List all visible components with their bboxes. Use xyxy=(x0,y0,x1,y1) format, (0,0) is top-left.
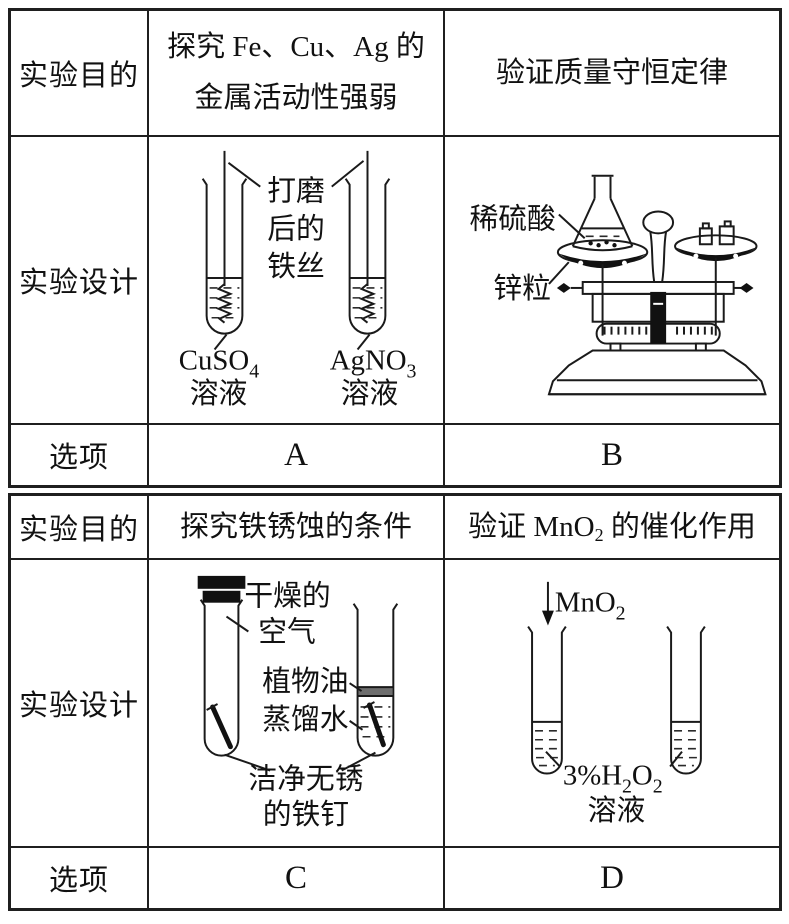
leader-line-zinc xyxy=(548,261,570,285)
agno3-caption: 溶液 xyxy=(341,378,399,410)
leader-line-h2o2-left xyxy=(545,750,561,768)
option-a: A xyxy=(147,423,443,485)
test-tube-h2o2-right-icon xyxy=(666,625,706,775)
leader-line-nail-left xyxy=(224,753,271,772)
water-label: 蒸馏水 xyxy=(262,704,349,736)
flask-icon xyxy=(571,174,634,252)
nail-label-line1: 洁净无锈 xyxy=(248,763,363,795)
wire-label-line3: 铁丝 xyxy=(267,251,325,283)
nail-right-icon xyxy=(363,701,386,748)
cuso4-formula: CuSO4 xyxy=(179,344,259,382)
leader-line-left xyxy=(227,162,261,188)
table-experiments-cd: 实验目的 探究铁锈蚀的条件 验证 MnO2 的催化作用 实验设计 xyxy=(8,493,782,911)
design-a-cell: 打磨 后的 铁丝 CuSO4 溶液 AgNO3 溶液 xyxy=(147,135,443,423)
oil-label: 植物油 xyxy=(262,666,348,698)
option-b: B xyxy=(443,423,779,485)
leader-line-water xyxy=(349,720,364,731)
leader-line-agno3 xyxy=(356,333,371,351)
experiment-a-diagram: 打磨 后的 铁丝 CuSO4 溶液 AgNO3 溶液 xyxy=(179,150,417,410)
test-tube-agno3-icon xyxy=(344,178,391,335)
down-arrow-icon xyxy=(541,581,554,626)
purpose-b: 验证质量守恒定律 xyxy=(443,11,779,135)
design-c-cell: 干燥的 空气 植物油 蒸馏水 洁净无锈 的铁钉 xyxy=(147,558,443,846)
test-tube-dry-air-icon xyxy=(197,575,246,757)
nail-label-line2: 的铁钉 xyxy=(263,799,349,831)
purpose-d-pre: 验证 MnO xyxy=(468,510,595,543)
leader-line-oil xyxy=(349,682,363,692)
purpose-d: 验证 MnO2 的催化作用 xyxy=(443,496,779,558)
experiment-c-diagram: 干燥的 空气 植物油 蒸馏水 洁净无锈 的铁钉 xyxy=(197,575,399,831)
air-label-line1: 干燥的 xyxy=(244,581,330,613)
option-header-bottom: 选项 xyxy=(11,846,147,908)
option-c: C xyxy=(147,846,443,908)
design-header-top: 实验设计 xyxy=(11,135,147,423)
leader-line-acid xyxy=(558,213,586,240)
zinc-label: 锌粒 xyxy=(493,273,551,305)
air-label-line2: 空气 xyxy=(258,616,316,648)
design-d-cell: MnO2 3%H2O2 溶液 xyxy=(443,558,779,846)
design-header-bottom: 实验设计 xyxy=(11,558,147,846)
wire-label-line1: 打磨 xyxy=(267,176,325,208)
purpose-d-post: 的催化作用 xyxy=(603,510,756,543)
option-d: D xyxy=(443,846,779,908)
h2o2-label: 3%H2O2 xyxy=(563,759,663,797)
cuso4-caption: 溶液 xyxy=(190,378,248,410)
purpose-a: 探究 Fe、Cu、Ag 的 金属活动性强弱 xyxy=(147,11,443,135)
agno3-formula: AgNO3 xyxy=(330,344,417,382)
experiment-b-diagram: 稀硫酸 锌粒 xyxy=(469,174,767,396)
table-experiments-ab: 实验目的 探究 Fe、Cu、Ag 的 金属活动性强弱 验证质量守恒定律 实验设计 xyxy=(8,8,782,488)
purpose-d-sub: 2 xyxy=(594,524,604,545)
option-header-top: 选项 xyxy=(11,423,147,485)
solution-label: 溶液 xyxy=(588,795,646,827)
leader-line-h2o2-right xyxy=(669,751,683,768)
purpose-a-line1: 探究 Fe、Cu、Ag 的 xyxy=(167,31,425,64)
test-tube-h2o2-left-icon xyxy=(527,625,567,775)
leader-line-air xyxy=(225,615,249,633)
leader-line-right xyxy=(331,160,365,188)
iron-wire-left-icon xyxy=(215,150,234,324)
leader-line-cuso4 xyxy=(213,333,228,351)
mno2-label: MnO2 xyxy=(555,587,626,625)
iron-wire-right-icon xyxy=(358,150,377,324)
balance-icon xyxy=(547,210,767,396)
leader-line-nail-right xyxy=(341,751,376,772)
design-b-cell: 稀硫酸 锌粒 xyxy=(443,135,779,423)
purpose-header-bottom: 实验目的 xyxy=(18,514,139,546)
wire-label-line2: 后的 xyxy=(267,213,325,245)
purpose-c: 探究铁锈蚀的条件 xyxy=(147,496,443,558)
experiment-d-diagram: MnO2 3%H2O2 溶液 xyxy=(527,581,706,827)
test-tube-cuso4-icon xyxy=(201,178,248,335)
nail-left-icon xyxy=(206,703,233,750)
acid-label: 稀硫酸 xyxy=(469,203,555,235)
purpose-a-line2: 金属活动性强弱 xyxy=(194,82,398,114)
purpose-header-top: 实验目的 xyxy=(18,60,139,92)
test-tube-oil-water-icon xyxy=(352,603,399,757)
